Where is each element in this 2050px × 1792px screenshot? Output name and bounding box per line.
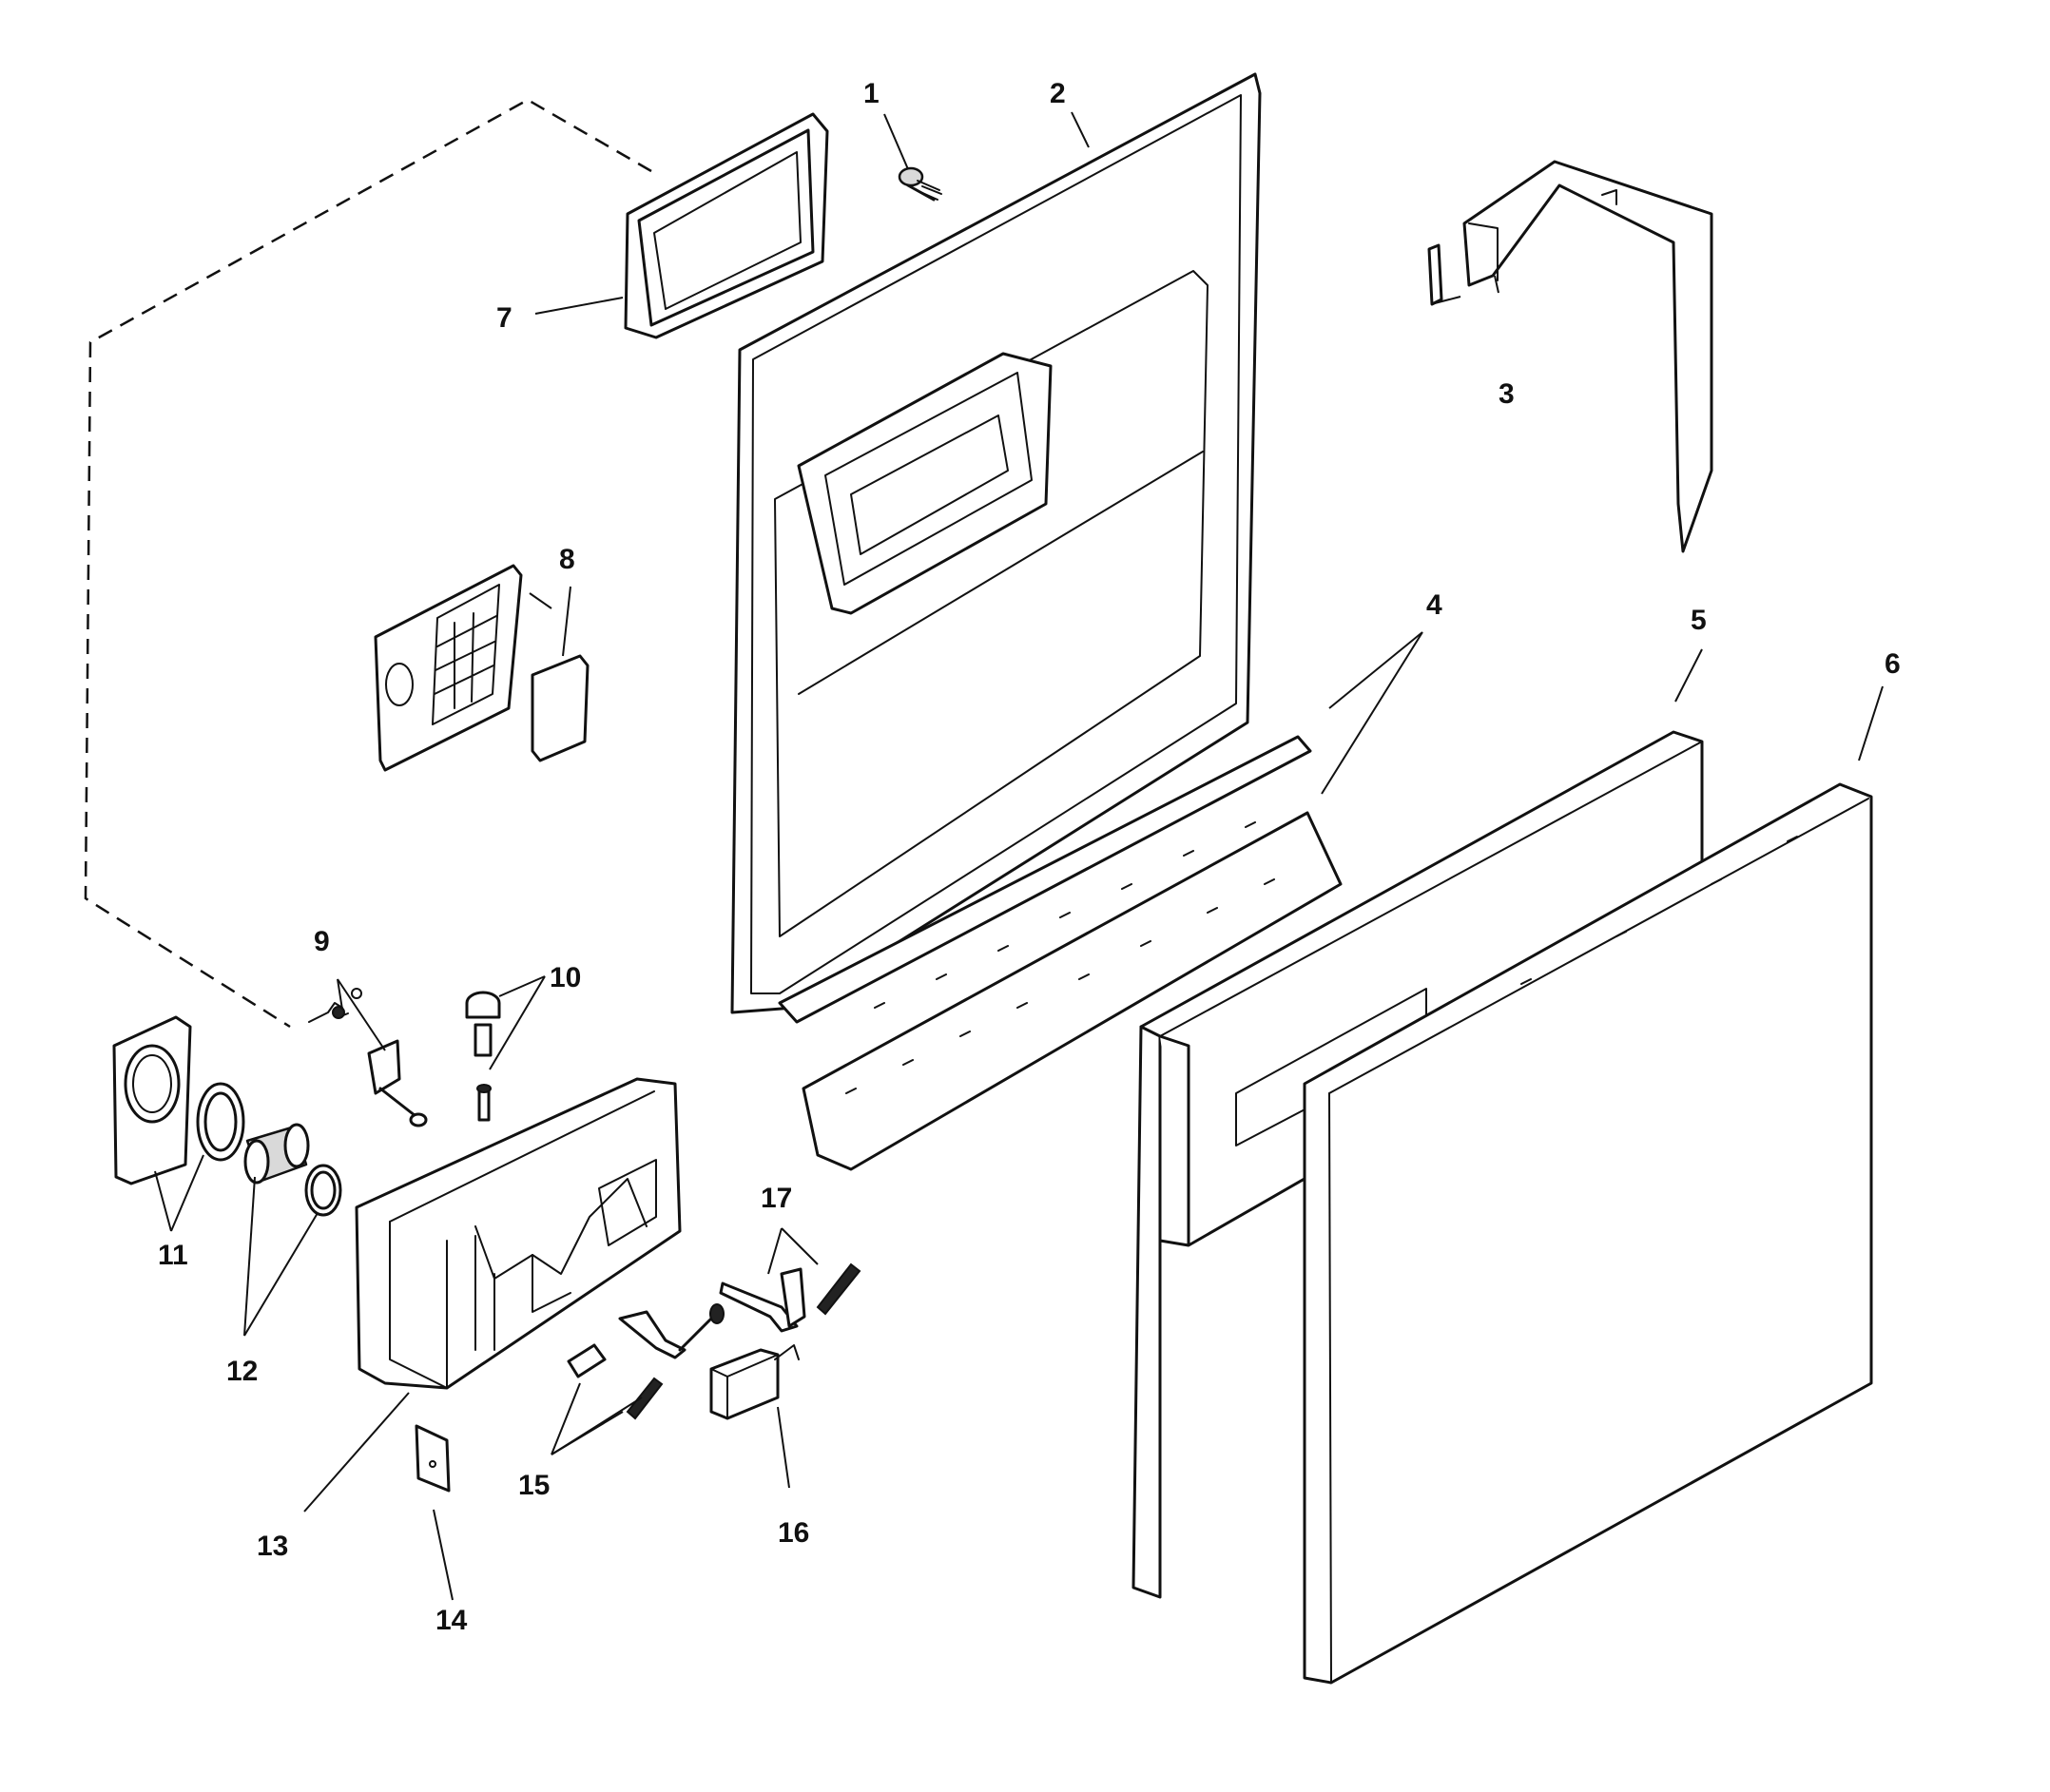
- part-9-spring-lever: [308, 988, 428, 1127]
- part-6-front-panel: [1303, 782, 1873, 1685]
- part-4-hinge-rail: [778, 735, 1343, 1171]
- part-13-dispenser-housing: [355, 1077, 682, 1390]
- callout-7: 7: [496, 302, 512, 334]
- part-1-screw: [898, 166, 942, 202]
- callout-10: 10: [550, 962, 581, 993]
- callout-8: 8: [559, 544, 575, 575]
- callout-11: 11: [158, 1240, 188, 1271]
- part-12-rings: [196, 1082, 342, 1217]
- callout-2: 2: [1050, 78, 1066, 109]
- part-8-vent-grille: [374, 564, 590, 772]
- callout-13: 13: [257, 1531, 288, 1562]
- callout-5: 5: [1691, 605, 1707, 636]
- part-16-switch: [709, 1344, 800, 1420]
- callout-9: 9: [314, 926, 330, 957]
- part-10-indicator: [465, 991, 501, 1122]
- callout-labels: 1 2 3 4 5 6 7 8 9 10 11 12 13 14 15 16 1…: [158, 78, 1901, 1636]
- part-7-gasket: [624, 112, 829, 339]
- callout-16: 16: [778, 1517, 809, 1549]
- callout-17: 17: [761, 1183, 792, 1214]
- callout-14: 14: [435, 1605, 468, 1636]
- part-2-inner-door: [730, 72, 1262, 1014]
- part-3-side-trim: [1427, 160, 1713, 553]
- callout-15: 15: [518, 1470, 550, 1501]
- callout-4: 4: [1426, 589, 1442, 621]
- callout-6: 6: [1885, 648, 1901, 680]
- leader-lines: [154, 111, 1884, 1601]
- part-14-clip: [415, 1424, 451, 1493]
- callout-3: 3: [1499, 378, 1515, 410]
- part-11-face-plate: [112, 1015, 192, 1185]
- callout-12: 12: [226, 1356, 258, 1387]
- assembly-dashed-line: [84, 98, 652, 1029]
- part-17-lever-spring: [719, 1262, 861, 1333]
- part-15-latch-parts: [567, 1303, 725, 1420]
- rinse-aid-cap: [243, 1123, 310, 1185]
- callout-1: 1: [863, 78, 880, 109]
